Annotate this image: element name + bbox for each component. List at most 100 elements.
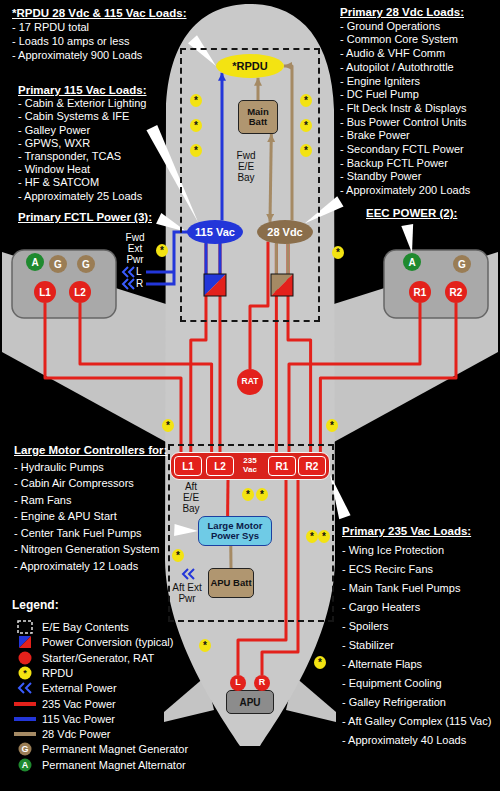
legend-text: E/E Bay Contents [42,620,129,634]
callout-text: *RPDU 28 Vdc & 115 Vac Loads:- 17 RPDU t… [8,4,191,64]
diagram-label: Legend: [12,598,92,612]
callout-item: - Window Heat [18,163,147,176]
legend-text: Permanent Magnet Generator [42,742,188,756]
callout-item: - Loads 10 amps or less [12,34,187,48]
callout-item: - Common Core System [340,33,470,47]
callout-item: - Aft Galley Complex (115 Vac) [342,712,491,731]
callout-heading: Primary 28 Vdc Loads: [340,6,470,20]
callout-item: - Approximately 25 Loads [18,190,147,203]
node-label: * [160,245,164,256]
diagram-label: Aft Ext Pwr [172,582,202,604]
legend-row: E/E Bay Contents [12,620,129,634]
node-label: G [54,259,62,270]
node-label: 235 Vac [239,456,261,474]
label-holder: Aft Ext Pwr [172,582,202,604]
node-label: A [31,257,38,268]
rpdu-marker: * [199,639,211,652]
rpdu-marker: * [314,656,326,669]
legend-swatch [14,732,36,736]
conversion-sample [19,636,31,648]
apu-battery: APU Batt [208,568,254,598]
rpdu-marker: * [332,246,344,259]
rpdu-marker: * [172,549,184,562]
legend-row: Permanent Magnet Alternator [12,758,186,772]
node-label: * [166,420,170,431]
callout-item: - Transponder, TCAS [18,150,147,163]
callout-item: - Cabin Air Compressors [14,475,167,492]
node-label: R2 [450,287,463,298]
bus-section: L2 [206,456,234,476]
node-label: G [82,259,90,270]
callout-pointer [174,524,198,536]
bus-section: R2 [298,456,326,476]
callout-item: - Approximately 40 Loads [342,731,491,750]
external-power-chevron [123,267,134,289]
permanent-magnet-alternator: A [403,253,421,271]
power-line [250,242,268,369]
bus-section: R1 [268,456,296,476]
callout-item: - Cabin & Exterior Lighting [18,97,147,110]
dc-bus: 28 Vdc [257,220,313,244]
legend-text: Power Conversion (typical) [42,635,173,649]
rpdu-marker: * [300,119,312,132]
legend-text: Starter/Generator, RAT [42,651,154,665]
callout-item: - Galley Refrigeration [342,693,491,712]
callout-pointer [146,125,198,222]
callout-item: - Standby Power [340,170,470,184]
ee-bay: Fwd E/E Bay*RPDUMain Batt115 Vac28 Vdc**… [180,48,320,322]
starter-generator: R1 [409,281,431,303]
legend-swatch [19,743,32,756]
diagram-label: Fwd Ext Pwr [121,232,149,265]
fuselage [165,4,335,746]
callout-item: - GPWS, WXR [18,137,147,150]
node-label: * [194,95,198,106]
legend-swatch [14,702,36,706]
node-label: *RPDU [232,60,267,72]
permanent-magnet-alternator: A [26,253,44,271]
node-label: R1 [414,287,427,298]
callout-text: Primary 115 Vac Loads:- Cabin & Exterior… [14,82,151,205]
ram-air-turbine: RAT [237,369,263,395]
conversion-sample [19,636,31,648]
callout-item: - Stabilizer [342,636,491,655]
callout-item: - ECS Recirc Fans [342,560,491,579]
starter-generator: L1 [34,281,56,303]
callout-item: - Hydraulic Pumps [14,459,167,476]
callout-text: Primary 28 Vdc Loads:- Ground Operations… [336,4,474,200]
rpdu-marker: * [190,94,202,107]
callout-item: - Flt Deck Instr & Displays [340,102,470,116]
callout-heading: *RPDU 28 Vdc & 115 Vac Loads: [12,6,187,20]
node-label: A [408,257,415,268]
label-holder: * [19,667,31,679]
diagram-label: R [136,278,146,290]
callout-item: - Nitrogen Generation System [14,541,167,558]
main-battery: Main Batt [238,100,278,134]
label-holder: L [136,266,146,278]
legend-text: RPDU [42,666,73,680]
node-label: * [176,550,180,561]
callout-text: Primary 235 Vac Loads:- Wing Ice Protect… [338,520,495,752]
node-label: L2 [214,461,226,472]
node-label: * [336,247,340,258]
callout-text: EEC POWER (2): [362,204,461,222]
callout-item: - Approximately 12 Loads [14,558,167,575]
ac-235-bus: 235 Vac L1 L2 R1R2 [170,452,330,480]
callout-item: - Approximately 900 Loads [12,48,187,62]
callout-item: - Ram Fans [14,492,167,509]
power-line [270,134,271,222]
legend-symbol-letter: G [19,743,31,755]
legend-row: 235 Vac Power [12,697,116,711]
legend-row: Permanent Magnet Generator [12,742,188,756]
rpdu-marker: * [162,419,174,432]
callout-item: - DC Fuel Pump [340,88,470,102]
node-label: RAT [242,377,259,386]
rpdu-marker: * [256,488,268,501]
label-holder: A [19,759,31,771]
callout-item: - Backup FCTL Power [340,157,470,171]
callout-item: - Engine & APU Start [14,508,167,525]
callout-heading: Primary 115 Vac Loads: [18,84,147,97]
callout-item: - Approximately 200 Loads [340,184,470,198]
node-label: L1 [182,461,194,472]
callout-pointer [401,224,413,253]
rpdu-marker: * [326,419,338,432]
